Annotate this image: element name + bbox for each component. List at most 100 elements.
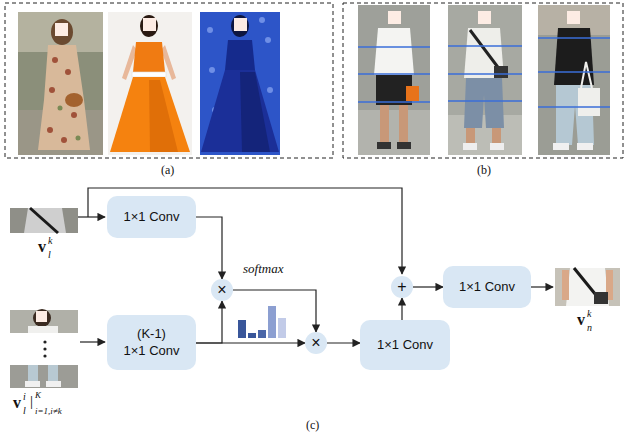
panel-label: (c)	[306, 419, 319, 431]
photo-person-crossbody-part	[466, 128, 475, 144]
box-label: 1×1 Conv	[459, 279, 515, 295]
conv-box: 1×1 Conv	[443, 266, 531, 308]
math-symbol: v	[577, 312, 585, 328]
photo-floral-dress-part	[65, 69, 71, 75]
attention-bars	[238, 306, 286, 338]
photo-person-orange-bag-part	[358, 5, 430, 155]
patch-input-part	[30, 208, 58, 233]
photo-person-crossbody-part	[470, 30, 500, 70]
math-symbol: v	[38, 239, 46, 255]
photo-person-tote-part	[581, 62, 592, 88]
photo-person-orange-bag	[358, 5, 430, 155]
patch-output	[555, 268, 620, 306]
photo-person-orange-bag-part	[397, 142, 411, 149]
photo-person-tote-part	[554, 28, 594, 85]
photo-person-crossbody-part	[492, 128, 501, 144]
ellipsis-dots-part	[43, 340, 46, 343]
panel-frame	[5, 3, 623, 158]
photo-person-orange-bag-part	[399, 105, 408, 143]
connector-arrow	[233, 290, 316, 332]
stripe-lines	[358, 38, 610, 107]
photo-blue-gown-part	[200, 12, 280, 155]
stripe-lines-part	[358, 73, 430, 75]
photo-floral-dress-part	[71, 112, 77, 118]
input-wires-part	[80, 341, 105, 342]
photo-blue-gown-part	[265, 37, 271, 43]
patch-input-part	[24, 208, 66, 233]
patch-output-part	[594, 292, 608, 304]
photo-orange-gown-part	[143, 18, 156, 31]
patch-legs-part	[28, 365, 38, 381]
ellipsis-dots-part	[43, 347, 46, 350]
math-symbol: n	[587, 323, 592, 333]
photo-blue-gown-part	[259, 17, 265, 23]
photo-floral-dress-part	[38, 45, 90, 150]
photo-person-orange-bag-part	[377, 142, 391, 149]
connector-arrow	[413, 286, 443, 287]
patch-legs-part	[25, 381, 40, 387]
attention-bars-part	[248, 333, 256, 338]
photo-floral-dress-part	[51, 19, 73, 45]
math-symbol: i=1,i≠k	[35, 407, 62, 416]
box-label: 1×1 Conv	[123, 343, 179, 359]
photo-floral-dress-part	[61, 137, 67, 143]
conv-box: (K-1)1×1 Conv	[107, 315, 196, 370]
photo-orange-gown-part	[133, 42, 165, 72]
photo-blue-gown-part	[240, 72, 270, 152]
photo-blue-gown-part	[231, 15, 249, 37]
panel-frame-part	[343, 3, 623, 158]
connector-arrow	[196, 217, 222, 279]
operator-circle: ×	[305, 332, 327, 354]
stripe-lines-part	[358, 101, 430, 103]
photo-floral-dress-part	[76, 136, 81, 141]
patch-head-part	[33, 309, 51, 327]
photo-person-crossbody-part	[464, 78, 504, 128]
input-wires-part	[531, 286, 553, 287]
photo-floral-dress-part	[49, 87, 55, 93]
math-symbol: |	[30, 394, 33, 409]
patch-output-part	[566, 268, 609, 306]
photo-floral-dress-part	[55, 23, 68, 36]
photo-person-tote	[538, 5, 610, 155]
photo-orange-gown-part	[140, 15, 158, 37]
photo-floral-dress-part	[18, 12, 103, 155]
math-symbol: k	[48, 236, 52, 246]
photo-blue-gown-part	[207, 27, 213, 33]
photo-person-crossbody	[448, 5, 522, 155]
stripe-lines-part	[448, 100, 522, 102]
photo-person-crossbody-part	[448, 115, 522, 155]
photo-floral-dress-part	[52, 57, 58, 63]
photo-person-crossbody-part	[463, 143, 477, 150]
photo-floral-dress-part	[58, 106, 63, 111]
connector-arrow	[327, 342, 360, 343]
operator-symbol: ×	[217, 282, 226, 298]
patch-legs-part	[46, 381, 61, 387]
photo-person-orange-bag-part	[388, 11, 401, 24]
photo-orange-gown-part	[132, 72, 166, 77]
math-symbol: k	[587, 309, 591, 319]
patch-head	[10, 309, 78, 333]
photo-person-crossbody-part	[448, 5, 522, 155]
ellipsis-dots	[43, 340, 46, 357]
photo-person-tote-part	[578, 88, 600, 116]
box-label: (K-1)	[137, 326, 166, 342]
photo-person-tote-part	[577, 143, 593, 150]
stripe-lines-part	[448, 73, 522, 75]
math-symbol: K	[35, 391, 41, 400]
photo-floral-dress-part	[65, 93, 83, 107]
patch-legs-part	[10, 365, 78, 388]
stripe-lines-part	[358, 46, 430, 48]
math-symbol: l	[23, 406, 26, 416]
math-symbol: l	[48, 250, 51, 260]
stripe-lines-part	[538, 71, 610, 73]
photo-person-tote-part	[567, 11, 580, 24]
operator-circle: ×	[211, 279, 233, 301]
operator-circle: +	[391, 276, 413, 298]
box-label: 1×1 Conv	[123, 209, 179, 225]
box-label: 1×1 Conv	[377, 337, 433, 353]
patch-legs	[10, 365, 78, 388]
connector-arrow	[196, 342, 305, 343]
photo-person-crossbody-part	[494, 66, 508, 78]
